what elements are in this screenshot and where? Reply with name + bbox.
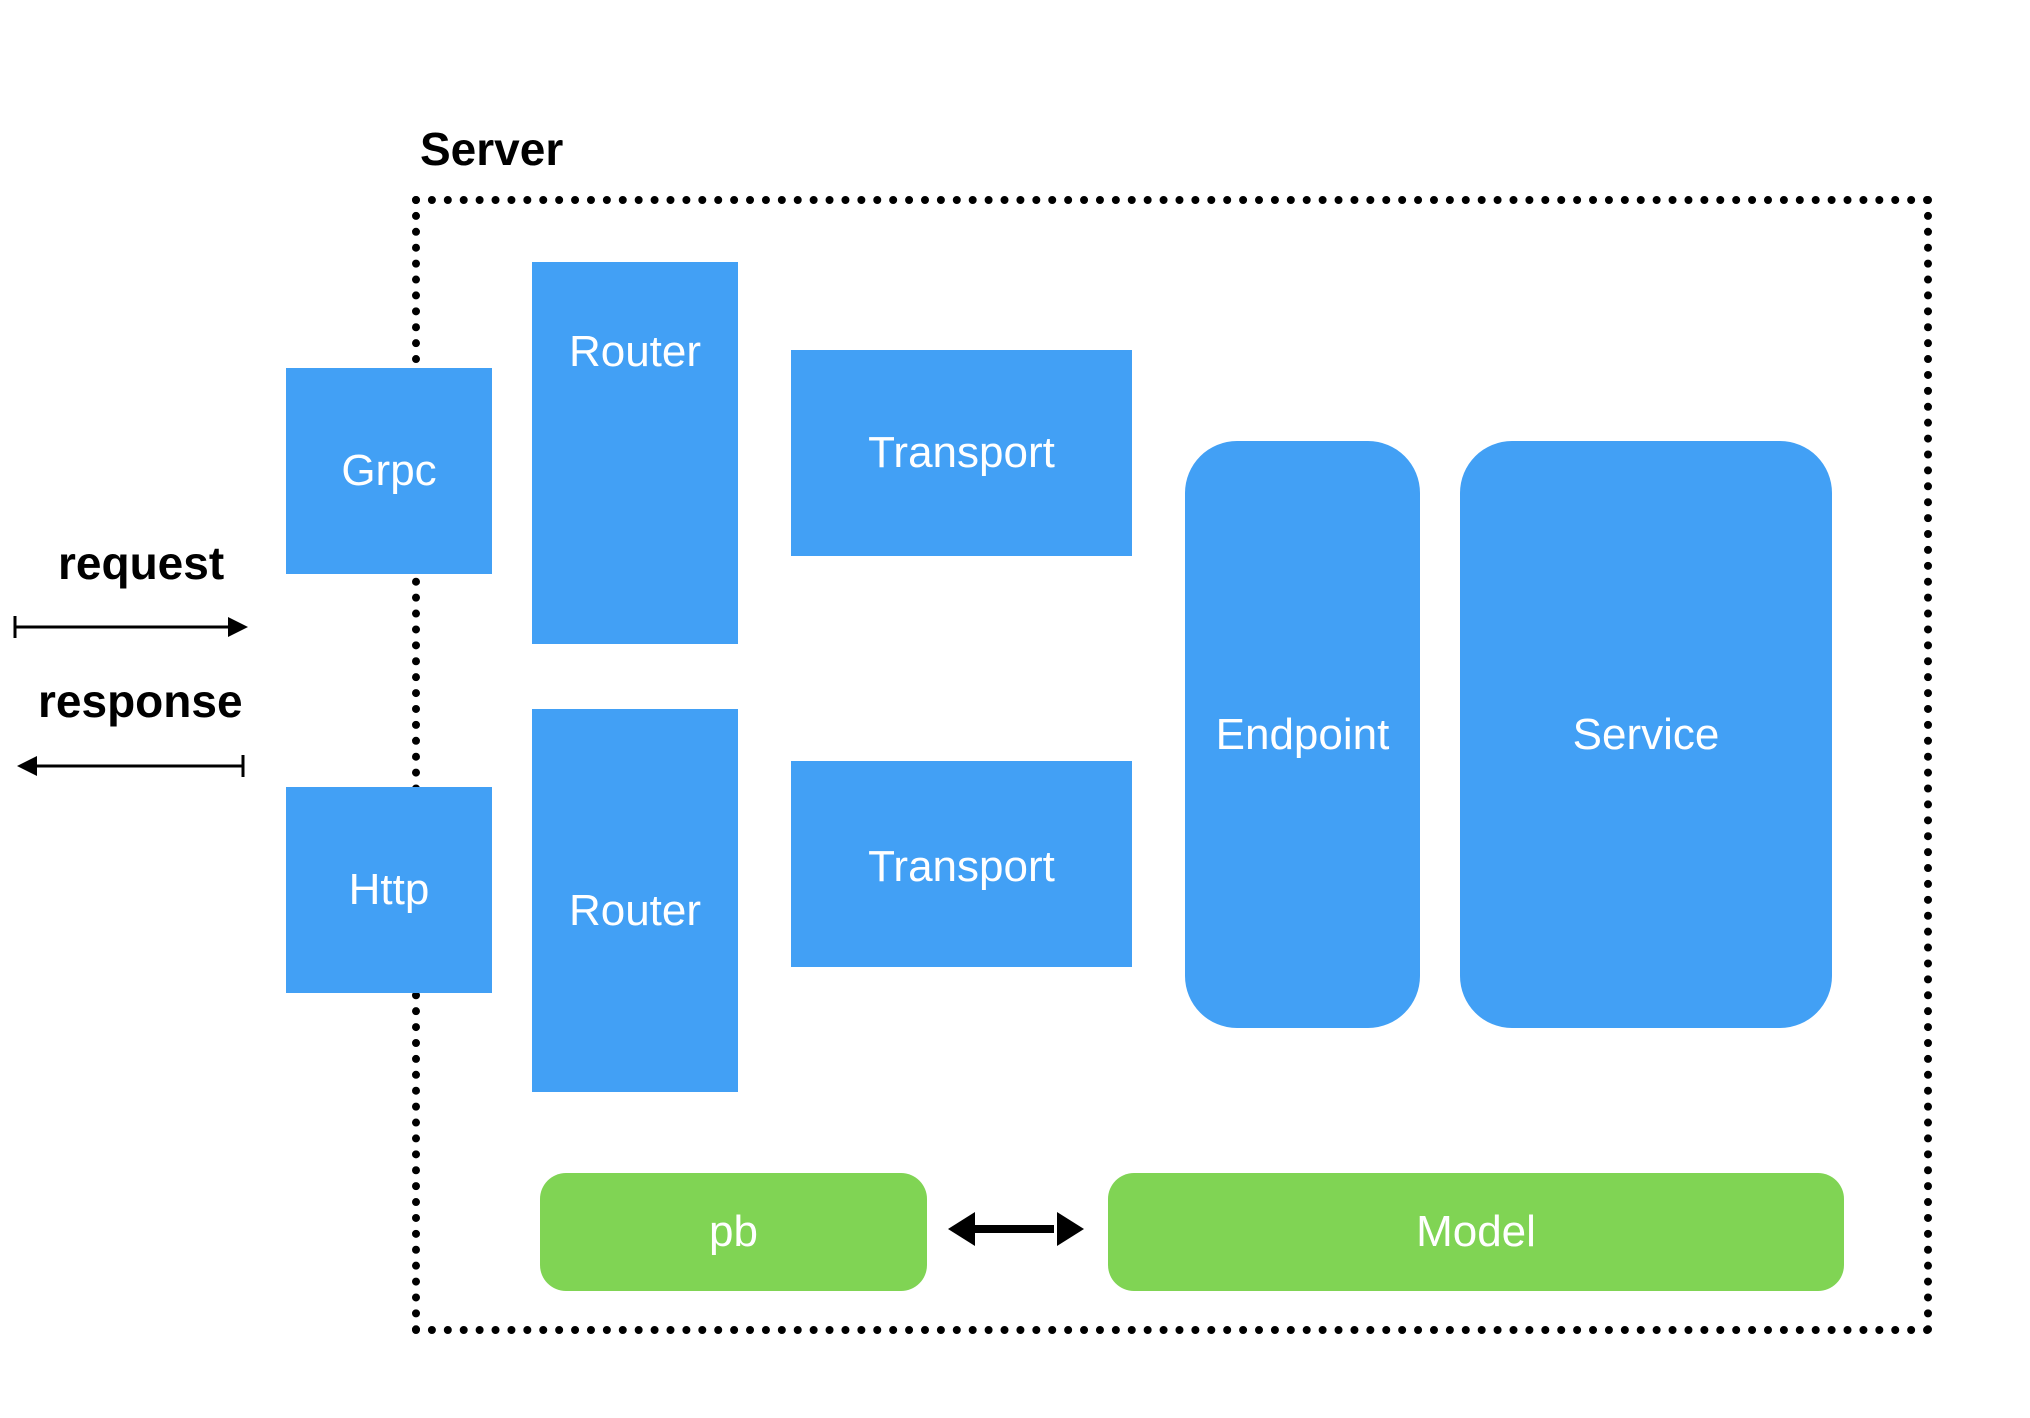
request-label: request xyxy=(58,537,225,589)
http-box: Http xyxy=(286,787,492,993)
pb-model-double-arrow xyxy=(948,1212,1084,1246)
transport-box-grpc: Transport xyxy=(791,350,1132,556)
model-box: Model xyxy=(1108,1173,1844,1291)
request-arrow xyxy=(13,616,248,638)
transport-box-http: Transport xyxy=(791,761,1132,967)
server-boundary xyxy=(412,196,1932,1334)
server-title: Server xyxy=(420,123,564,175)
service-box: Service xyxy=(1460,441,1832,1028)
pb-box: pb xyxy=(540,1173,927,1291)
response-arrow xyxy=(17,755,245,777)
endpoint-box: Endpoint xyxy=(1185,441,1420,1028)
response-label: response xyxy=(38,675,243,727)
grpc-box: Grpc xyxy=(286,368,492,574)
router-box-http: Router xyxy=(532,709,738,1092)
router-box-grpc: Router xyxy=(532,262,738,644)
